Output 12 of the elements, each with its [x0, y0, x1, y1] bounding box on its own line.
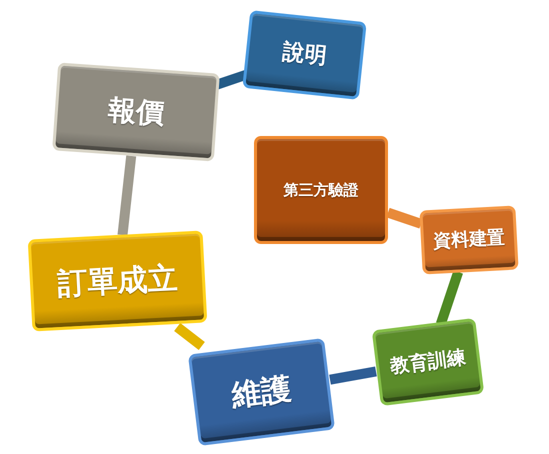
step-label: 第三方驗證: [284, 182, 358, 198]
process-box: [419, 206, 519, 274]
step-label: 訂單成立: [56, 261, 178, 301]
step-label: 報價: [107, 94, 165, 130]
process-box: [254, 136, 388, 244]
connector-bar: [118, 155, 136, 236]
step-label: 維護: [230, 372, 294, 412]
connector-bar: [329, 366, 377, 385]
step-label: 教育訓練: [389, 347, 467, 377]
step-label: 說明: [281, 40, 328, 70]
connector-bar: [174, 323, 205, 350]
step-label: 資料建置: [432, 228, 506, 252]
